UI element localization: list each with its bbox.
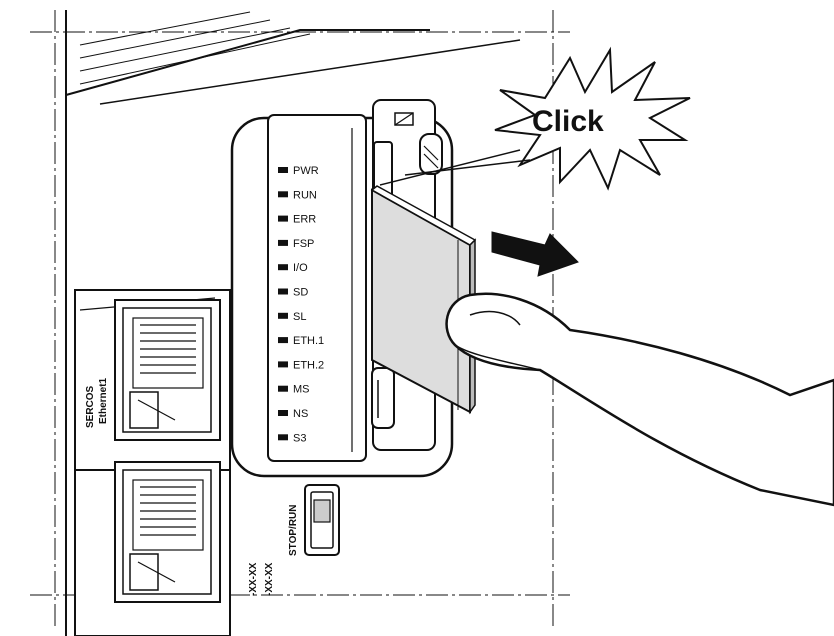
insert-arrow-icon bbox=[491, 231, 579, 277]
ethernet2-port-block bbox=[74, 461, 231, 636]
led-label: I/O bbox=[293, 262, 308, 274]
led-eth-1-icon bbox=[278, 337, 288, 344]
led-label: ETH.1 bbox=[293, 335, 324, 347]
click-burst-icon bbox=[379, 46, 691, 191]
led-label: RUN bbox=[293, 189, 317, 201]
led-i-o-icon bbox=[278, 264, 288, 271]
led-label: PWR bbox=[293, 165, 319, 177]
led-eth-2-icon bbox=[278, 361, 288, 368]
controller-housing bbox=[65, 10, 521, 636]
led-label: NS bbox=[293, 408, 308, 420]
led-label: S3 bbox=[293, 432, 306, 444]
led-ms-icon bbox=[278, 385, 288, 392]
led-ns-icon bbox=[278, 410, 288, 416]
sercos-port-block bbox=[74, 289, 231, 471]
ethernet1-label: Ethernet1 bbox=[98, 377, 109, 424]
led-label: SD bbox=[293, 287, 308, 299]
led-err-icon bbox=[278, 215, 288, 222]
led-label: MS bbox=[293, 384, 310, 396]
led-label: SL bbox=[293, 311, 306, 323]
led-s3-icon bbox=[278, 434, 288, 441]
led-fsp-icon bbox=[278, 239, 288, 246]
led-sd-icon bbox=[278, 288, 288, 295]
part-code-2: -XX-XX bbox=[264, 562, 275, 596]
led-label: ETH.2 bbox=[293, 359, 324, 371]
led-run-icon bbox=[278, 191, 288, 198]
led-label: FSP bbox=[293, 238, 314, 250]
finger-icon bbox=[445, 292, 834, 507]
led-pwr-icon bbox=[278, 167, 288, 173]
part-code-1: -XX-XX bbox=[248, 562, 259, 596]
led-label: ERR bbox=[293, 214, 316, 226]
stop-run-switch bbox=[304, 484, 340, 556]
click-callout-text: Click bbox=[532, 105, 604, 138]
stop-run-label: STOP/RUN bbox=[288, 505, 299, 557]
led-sl-icon bbox=[278, 312, 288, 319]
port-group-label: SERCOS bbox=[85, 385, 96, 428]
